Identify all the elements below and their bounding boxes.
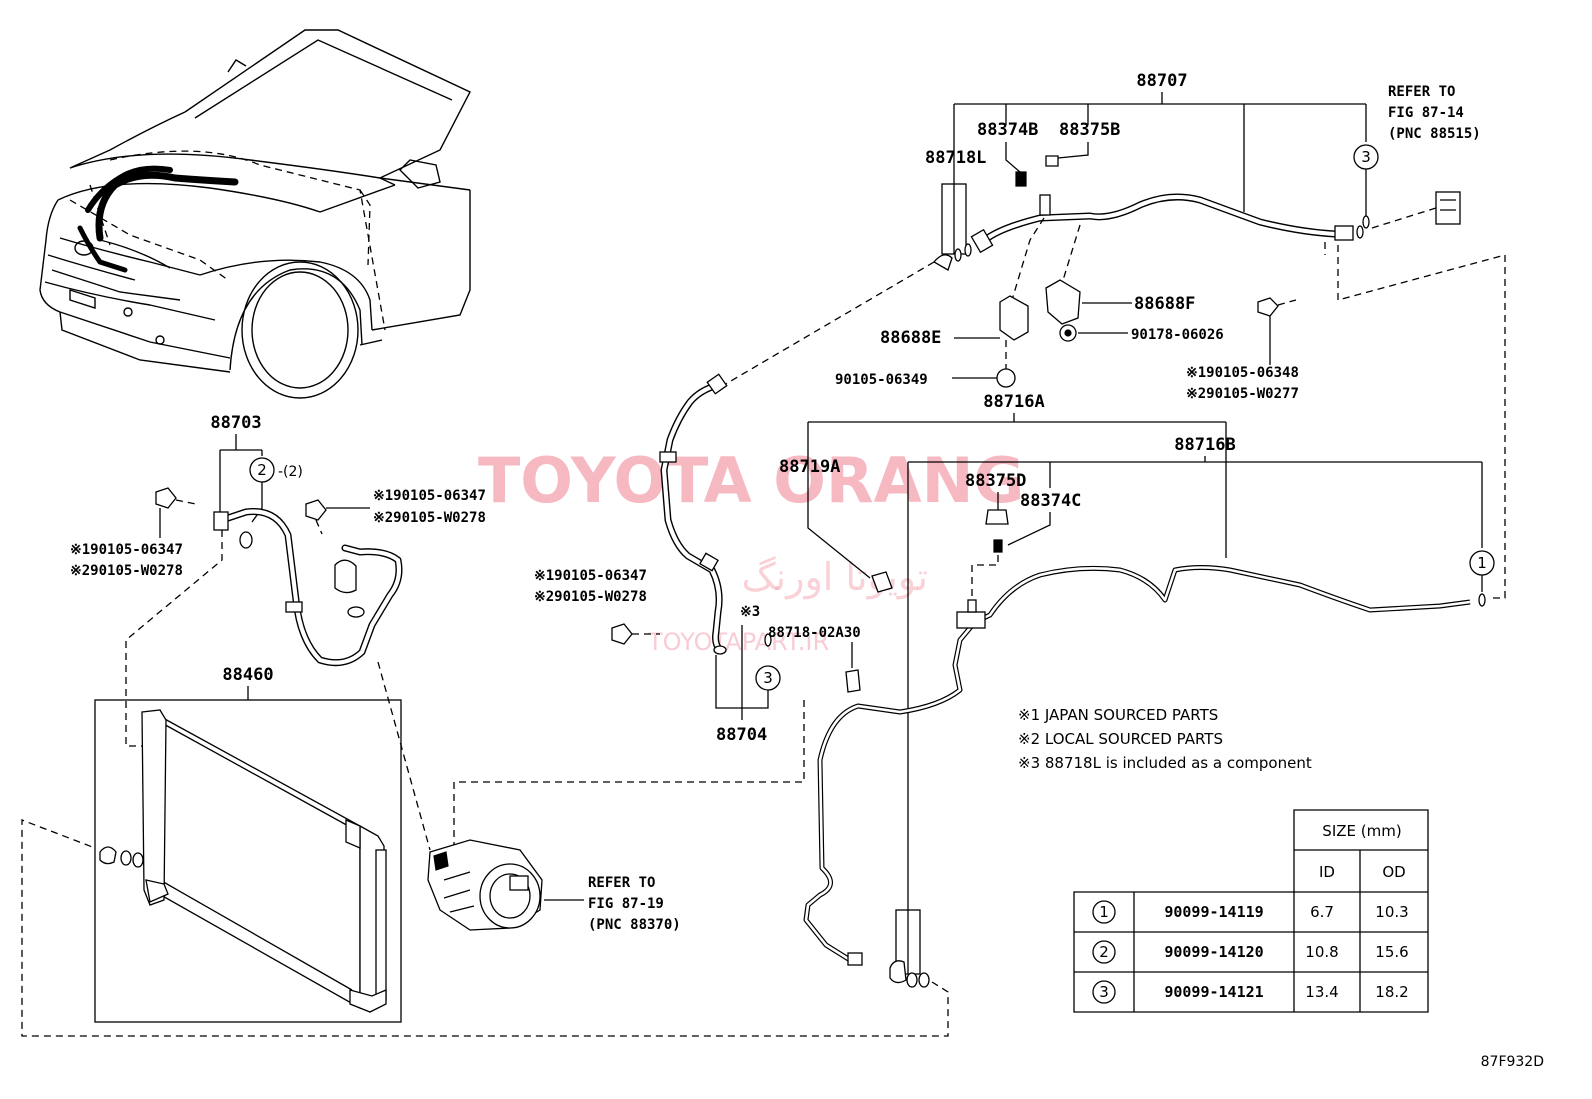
refer-compressor-line1: REFER TO — [588, 875, 655, 891]
refer-compressor-line3: (PNC 88370) — [588, 917, 681, 933]
note-2: ※2 LOCAL SOURCED PARTS — [1018, 730, 1223, 748]
part-bolt-right-upper — [1257, 297, 1279, 317]
label-88716B: 88716B — [1174, 435, 1235, 455]
refer-top-line1: REFER TO — [1388, 84, 1455, 100]
size-table: SIZE (mm) ID OD 1 90099-14119 6.7 10.3 2… — [1073, 809, 1429, 1013]
part-suction-pipe-end — [970, 228, 994, 254]
part-liquid-line-end — [847, 952, 863, 966]
table-row-2-part: 90099-14120 — [1164, 943, 1263, 961]
label-88707: 88707 — [1136, 71, 1187, 91]
part-88718-02A30 — [845, 669, 861, 693]
table-row-3-part: 90099-14121 — [1164, 983, 1263, 1001]
part-clip — [933, 254, 953, 271]
label-88718L: 88718L — [925, 148, 986, 168]
part-hose-collar — [659, 451, 677, 463]
table-row-2-mark: 2 — [1099, 943, 1109, 961]
condenser-frame-box — [94, 699, 402, 1023]
bolt-ref-left-a-2: ※290105-W0278 — [70, 563, 183, 579]
size-table-col-id: ID — [1319, 863, 1335, 881]
part-88688F-bracket — [1045, 279, 1081, 325]
circle-mark-2-text: 2 — [257, 461, 267, 479]
part-suction-pipe-fitting — [1334, 225, 1354, 241]
part-88375D-cap — [985, 509, 1009, 525]
part-service-valve — [1039, 194, 1051, 216]
group-88716: 88716A 88716B 88719A 88375D 88374C 1 — [21, 392, 1495, 1037]
table-row: 1 90099-14119 6.7 10.3 — [1092, 900, 1409, 924]
size-table-col-od: OD — [1382, 863, 1405, 881]
table-row-3-id: 13.4 — [1305, 983, 1338, 1001]
part-bolt-left-a — [155, 487, 177, 509]
circle-2-qty: -(2) — [278, 464, 303, 480]
bolt-ref-mid-2: ※290105-W0278 — [534, 589, 647, 605]
notes: ※1 JAPAN SOURCED PARTS ※2 LOCAL SOURCED … — [1018, 706, 1312, 772]
table-row-2-od: 15.6 — [1375, 943, 1408, 961]
label-88703: 88703 — [210, 413, 261, 433]
table-row: 3 90099-14121 13.4 18.2 — [1092, 980, 1409, 1004]
bolt-ref-left-a-1: ※190105-06347 — [70, 542, 183, 558]
part-hose-88703-fitting — [334, 559, 357, 594]
label-88719A: 88719A — [779, 457, 840, 477]
label-88688F: 88688F — [1134, 294, 1195, 314]
table-row-1-id: 6.7 — [1310, 903, 1334, 921]
table-row-2-id: 10.8 — [1305, 943, 1338, 961]
label-88704: 88704 — [716, 725, 767, 745]
watermark-site: TOYOTAPART.IR — [647, 628, 829, 656]
circle-mark-3-text: 3 — [1361, 148, 1371, 166]
part-condenser-core — [151, 710, 361, 1010]
group-88460-condenser: 88460 — [94, 665, 402, 1023]
table-row-1-mark: 1 — [1099, 903, 1109, 921]
part-88719A-sensor — [871, 571, 893, 593]
compressor: REFER TO FIG 87-19 (PNC 88370) — [427, 839, 681, 933]
bolt-ref-mid-1: ※190105-06347 — [534, 568, 647, 584]
label-90105-06349: 90105-06349 — [835, 372, 928, 388]
part-liquid-line-block — [956, 611, 986, 629]
size-table-title: SIZE (mm) — [1322, 822, 1401, 840]
refer-top-line2: FIG 87-14 — [1388, 105, 1464, 121]
note-1: ※1 JAPAN SOURCED PARTS — [1018, 706, 1218, 724]
bolt-ref-right-upper-1: ※190105-06348 — [1186, 365, 1299, 381]
watermark-brand-fa: تویوتا اورنگ — [742, 555, 929, 600]
table-row-1-od: 10.3 — [1375, 903, 1408, 921]
part-bolt-mid — [611, 623, 633, 645]
mark-x3: ※3 — [740, 604, 760, 620]
label-88375D: 88375D — [965, 471, 1026, 491]
label-88688E: 88688E — [880, 328, 941, 348]
group-88704: ※190105-06347 ※290105-W0278 ※3 3 88704 8… — [453, 373, 861, 845]
group-88703: 88703 2 -(2) ※190105-06347 ※290105-W0278… — [70, 413, 486, 851]
bolt-ref-left-b-1: ※190105-06347 — [373, 488, 486, 504]
table-row-3-mark: 3 — [1099, 983, 1109, 1001]
watermark-brand: TOYOTA ORANG — [478, 444, 1024, 517]
figure-code: 87F932D — [1481, 1054, 1544, 1070]
refer-top-line3: (PNC 88515) — [1388, 126, 1481, 142]
part-hose-end-upper — [706, 373, 728, 395]
circle-mark-1-text: 1 — [1477, 554, 1487, 572]
label-88716A: 88716A — [983, 392, 1044, 412]
part-hose-88703-end — [213, 511, 229, 531]
part-bolt-left-b — [305, 499, 327, 521]
label-88460: 88460 — [222, 665, 273, 685]
part-88688E-bracket — [999, 295, 1029, 341]
table-row-1-part: 90099-14119 — [1164, 903, 1263, 921]
part-evaporator-connector — [1435, 191, 1461, 225]
bolt-ref-left-b-2: ※290105-W0278 — [373, 510, 486, 526]
table-row: 2 90099-14120 10.8 15.6 — [1092, 940, 1409, 964]
note-3: ※3 88718L is included as a component — [1018, 754, 1312, 772]
vehicle-location-illustration — [39, 29, 471, 399]
table-row-3-od: 18.2 — [1375, 983, 1408, 1001]
refer-compressor-line2: FIG 87-19 — [588, 896, 664, 912]
label-88374C: 88374C — [1020, 491, 1081, 511]
part-bolt-90105-06349 — [996, 368, 1016, 388]
label-88718-02A30: 88718-02A30 — [768, 625, 861, 641]
label-88375B: 88375B — [1059, 120, 1120, 140]
bolt-ref-right-upper-2: ※290105-W0277 — [1186, 386, 1299, 402]
group-88707: 88707 88374B 88375B 88718L REFER TO FIG … — [723, 71, 1506, 599]
circle-mark-3-mid-text: 3 — [763, 669, 773, 687]
label-90178-06026: 90178-06026 — [1131, 327, 1224, 343]
label-88374B: 88374B — [977, 120, 1038, 140]
